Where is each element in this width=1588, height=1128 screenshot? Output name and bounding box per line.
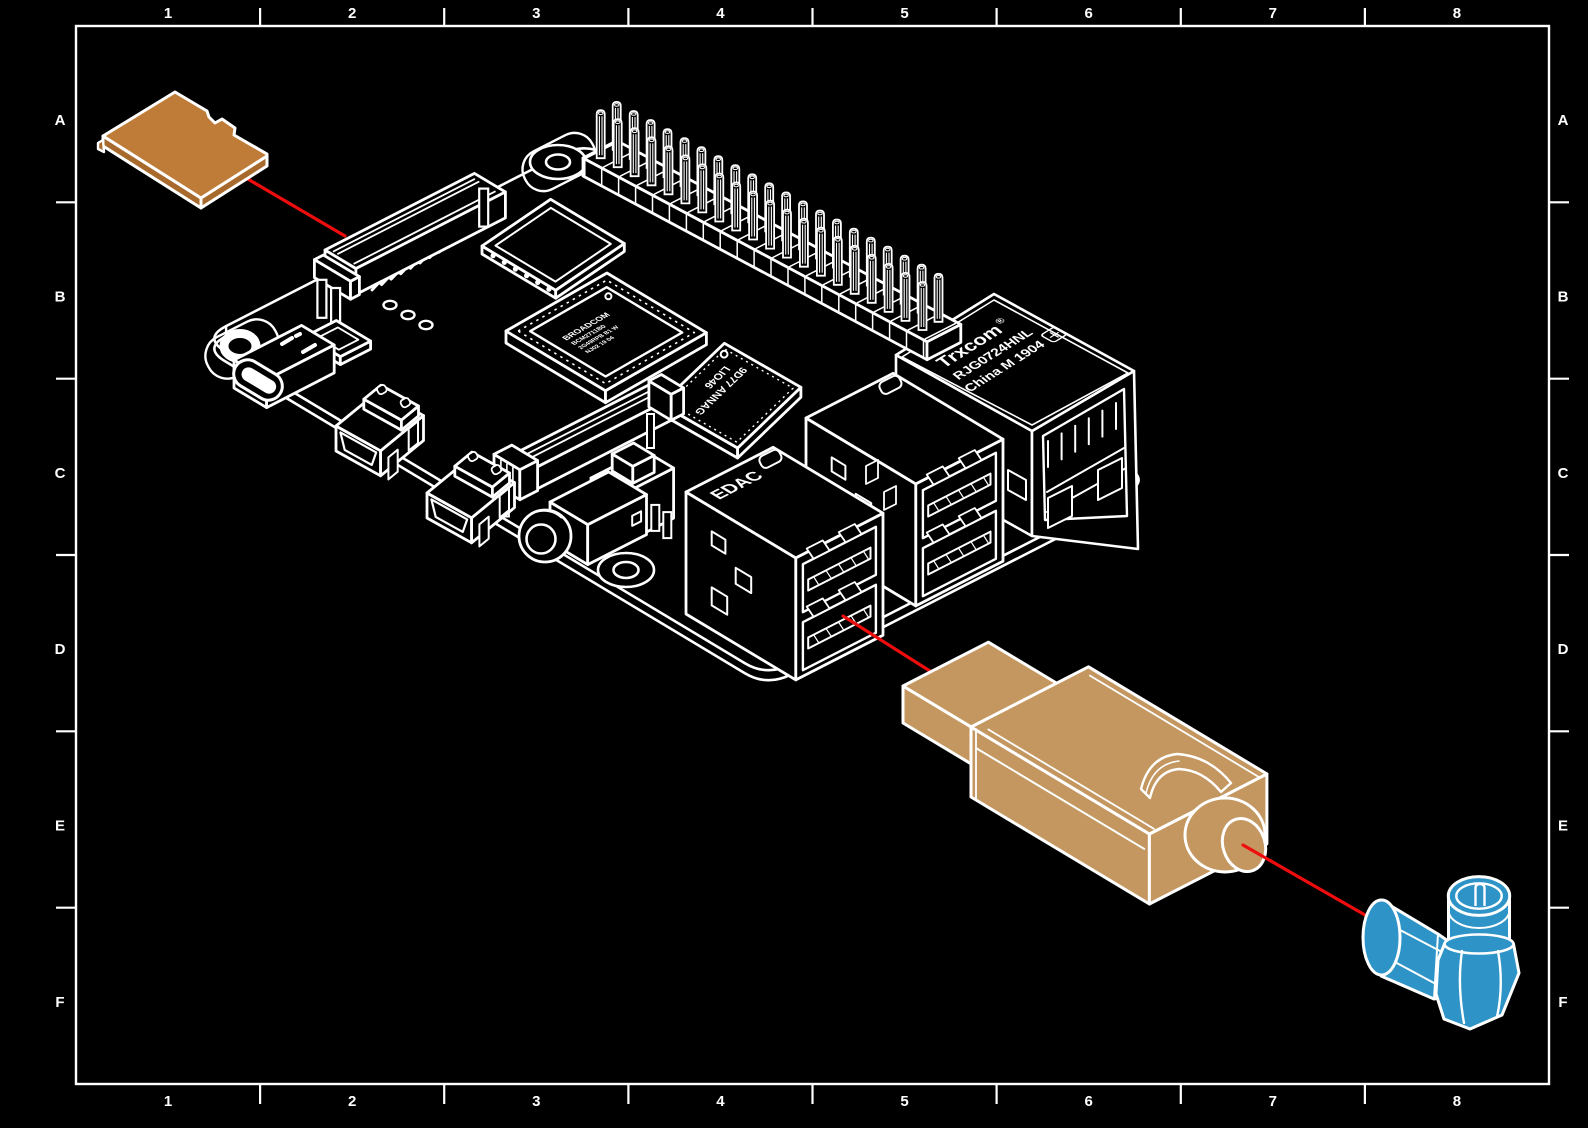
- svg-text:E: E: [1558, 818, 1568, 835]
- svg-text:D: D: [55, 641, 66, 658]
- svg-text:8: 8: [1453, 1093, 1461, 1110]
- svg-text:C: C: [55, 465, 66, 482]
- svg-text:5: 5: [900, 5, 908, 22]
- svg-text:6: 6: [1085, 1093, 1093, 1110]
- svg-text:4: 4: [716, 1093, 725, 1110]
- svg-text:7: 7: [1269, 5, 1277, 22]
- svg-text:B: B: [1558, 289, 1569, 306]
- svg-text:8: 8: [1453, 5, 1461, 22]
- svg-text:3: 3: [532, 1093, 540, 1110]
- svg-text:1: 1: [164, 1093, 172, 1110]
- svg-text:2: 2: [348, 1093, 356, 1110]
- svg-text:1: 1: [164, 5, 172, 22]
- svg-text:4: 4: [716, 5, 725, 22]
- svg-text:E: E: [55, 818, 65, 835]
- svg-text:D: D: [1558, 641, 1569, 658]
- svg-text:A: A: [1558, 112, 1569, 129]
- svg-text:2: 2: [348, 5, 356, 22]
- svg-text:F: F: [55, 994, 64, 1011]
- svg-text:®: ®: [993, 316, 1009, 326]
- svg-text:6: 6: [1085, 5, 1093, 22]
- svg-text:3: 3: [532, 5, 540, 22]
- svg-text:B: B: [55, 289, 66, 306]
- svg-text:A: A: [55, 112, 66, 129]
- svg-text:F: F: [1558, 994, 1567, 1011]
- svg-text:C: C: [1558, 465, 1569, 482]
- svg-text:7: 7: [1269, 1093, 1277, 1110]
- svg-text:5: 5: [900, 1093, 908, 1110]
